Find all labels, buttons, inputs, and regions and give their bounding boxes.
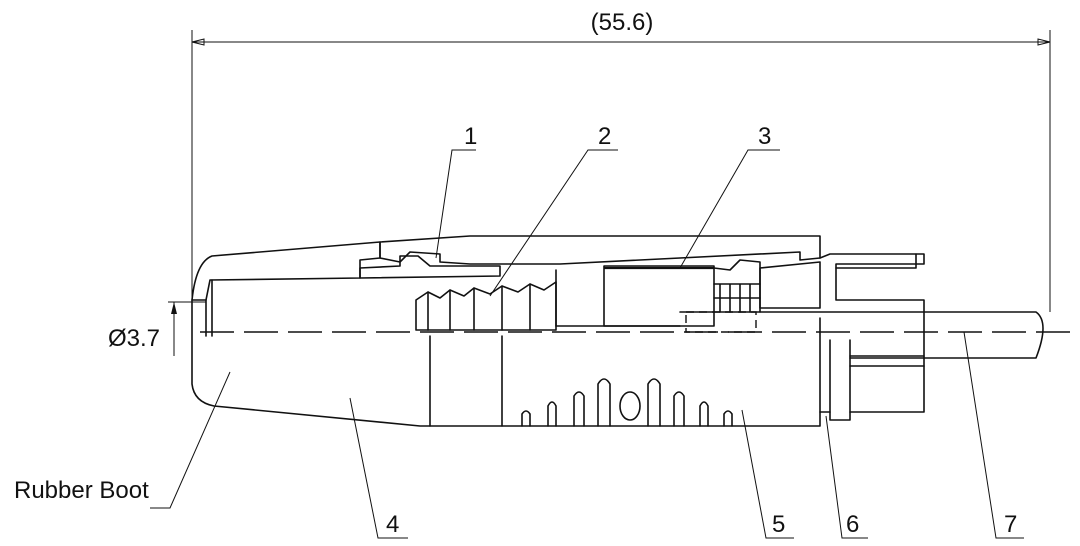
leader-7 xyxy=(963,331,1024,539)
solder-cup xyxy=(713,259,761,313)
callout-1: 1 xyxy=(464,123,477,150)
cable-clamp-insert xyxy=(359,255,501,279)
diameter-dimension: Ø3.7 xyxy=(108,301,206,356)
connector-body xyxy=(191,235,1044,427)
coupling-groove xyxy=(849,355,925,367)
leader-rubber-boot xyxy=(150,371,231,509)
overall-dimension: (55.6) xyxy=(191,9,1051,330)
coupling-detail xyxy=(835,253,917,269)
contact-pin xyxy=(679,311,1044,359)
leader-6 xyxy=(825,415,868,539)
overall-length-text: (55.6) xyxy=(591,9,654,36)
dimension-arrow-left xyxy=(191,38,205,46)
collet-segments xyxy=(427,283,531,331)
callout-2: 2 xyxy=(598,123,611,150)
callout-4: 4 xyxy=(386,511,399,538)
leader-3 xyxy=(679,149,780,269)
rubber-boot-shell xyxy=(191,241,381,301)
coupling-ring xyxy=(819,253,925,421)
contact-carrier xyxy=(603,265,715,327)
knurl-pattern xyxy=(521,378,733,427)
outer-shell xyxy=(379,235,821,265)
callout-3: 3 xyxy=(758,123,771,150)
leader-4 xyxy=(349,397,408,539)
callout-5: 5 xyxy=(772,511,785,538)
diameter-text: Ø3.7 xyxy=(108,325,160,352)
callout-7: 7 xyxy=(1004,511,1017,538)
body-lower-contour xyxy=(191,299,821,427)
collet-teeth xyxy=(415,281,557,331)
callouts: 1 2 3 4 5 6 7 Rubber Boot xyxy=(14,123,1024,539)
dimension-arrow-right xyxy=(1037,38,1051,46)
pin-socket-hidden xyxy=(685,311,757,333)
rubber-boot-label: Rubber Boot xyxy=(14,477,149,504)
leader-1 xyxy=(435,149,476,259)
leader-5 xyxy=(741,409,794,539)
leader-2 xyxy=(489,149,618,297)
diameter-arrow xyxy=(171,302,177,314)
callout-6: 6 xyxy=(846,511,859,538)
rear-insulator xyxy=(759,261,821,309)
solder-pins xyxy=(713,283,761,313)
